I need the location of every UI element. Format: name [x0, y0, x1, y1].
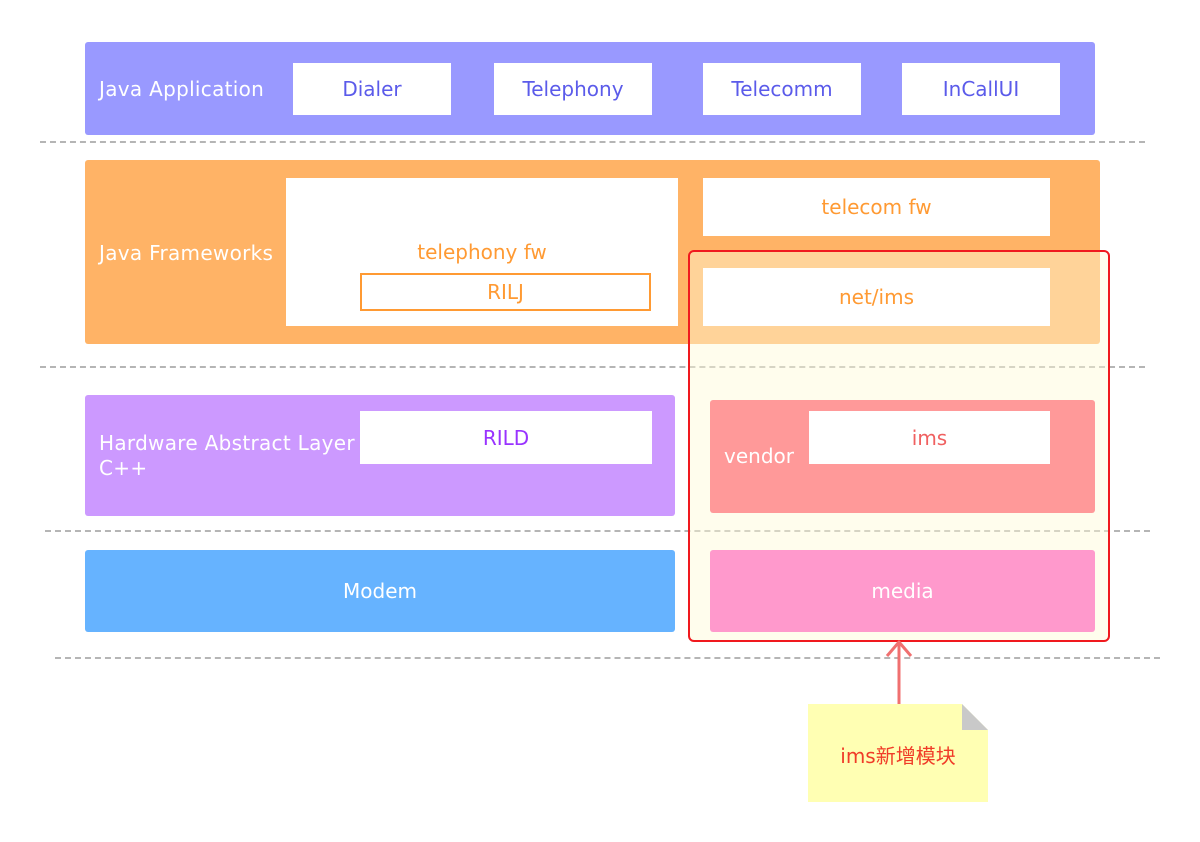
pointer-arrow	[885, 640, 913, 706]
dialer-label: Dialer	[342, 77, 402, 101]
modem-label: Modem	[343, 579, 417, 603]
net-ims-label: net/ims	[838, 285, 915, 309]
rilj-box: RILJ	[360, 273, 651, 311]
vendor-label: vendor	[724, 444, 794, 468]
telephony-fw-box: telephony fw RILJ	[286, 178, 678, 326]
net-ims-box: net/ims	[703, 268, 1050, 326]
hal-label-line1: Hardware Abstract Layer	[99, 431, 355, 455]
separator-line	[40, 141, 1145, 143]
telecomm-label: Telecomm	[731, 77, 833, 101]
incallui-label: InCallUI	[942, 77, 1020, 101]
java-frameworks-label: Java Frameworks	[99, 241, 274, 265]
telecom-fw-box: telecom fw	[703, 178, 1050, 236]
java-application-layer: Java Application Dialer Telephony Teleco…	[85, 42, 1095, 135]
ims-label: ims	[911, 425, 948, 450]
telecomm-box: Telecomm	[703, 63, 861, 115]
note-body	[808, 704, 988, 802]
separator-line	[40, 366, 1145, 368]
java-application-label: Java Application	[99, 77, 265, 101]
hal-label-line2: C++	[99, 456, 148, 480]
telephony-box: Telephony	[494, 63, 652, 115]
telecom-fw-label: telecom fw	[821, 195, 932, 219]
separator-line	[45, 530, 1150, 532]
dialer-box: Dialer	[293, 63, 451, 115]
separator-line	[55, 657, 1160, 659]
rild-label: RILD	[482, 425, 530, 450]
arrow-head	[885, 640, 913, 657]
media-label: media	[871, 579, 934, 603]
sticky-note	[808, 704, 988, 802]
telephony-label: Telephony	[522, 77, 624, 101]
note-text: ims新增模块	[840, 743, 956, 768]
modem-layer: Modem	[85, 550, 675, 632]
ims-box: ims	[809, 411, 1050, 464]
rilj-label: RILJ	[487, 280, 524, 304]
note-fold	[962, 704, 988, 730]
telephony-fw-label: telephony fw	[417, 240, 547, 264]
rild-box: RILD	[360, 411, 652, 464]
media-box: media	[710, 550, 1095, 632]
incallui-box: InCallUI	[902, 63, 1060, 115]
